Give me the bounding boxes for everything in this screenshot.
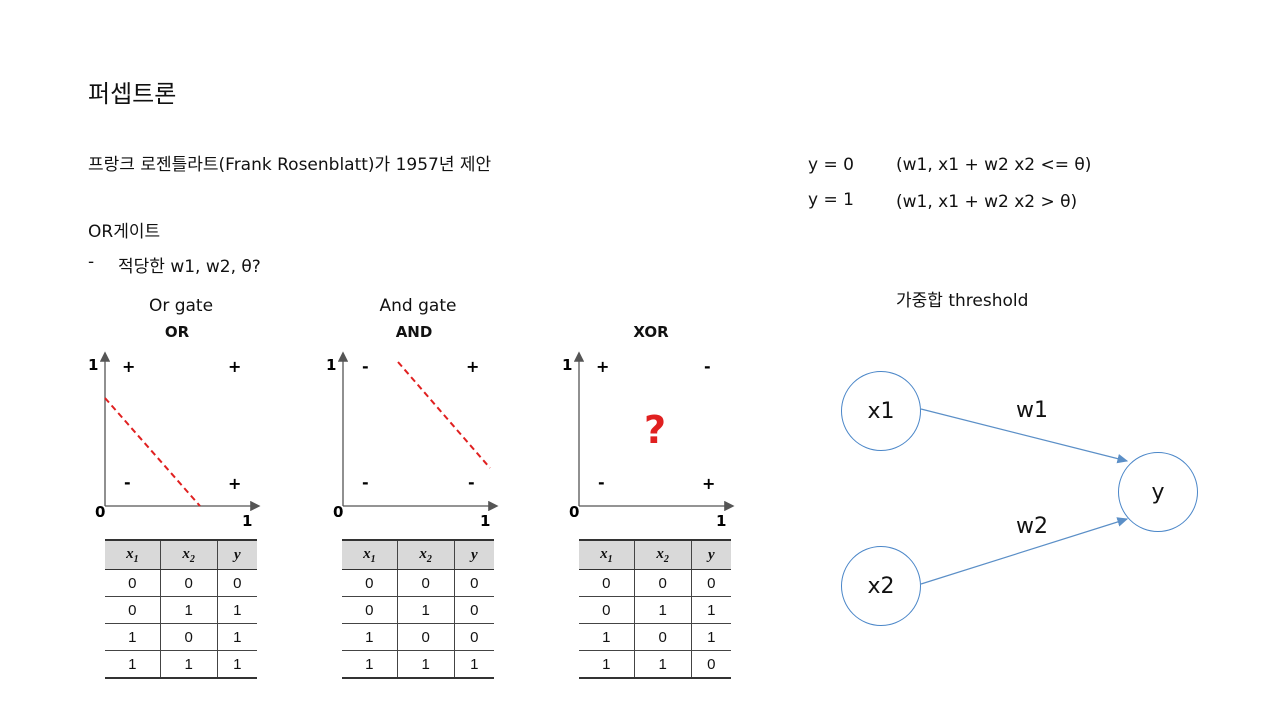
question-mark: ?: [644, 408, 666, 452]
y-one-label: 1: [562, 356, 572, 374]
intro-text: 프랑크 로젠틀라트(Frank Rosenblatt)가 1957년 제안: [88, 155, 492, 175]
origin-label: 0: [569, 503, 579, 521]
header-y: y: [690, 539, 731, 570]
point-top-left: -: [362, 357, 369, 376]
header-y: y: [453, 539, 494, 570]
origin-label: 0: [95, 503, 105, 521]
xor-plot: 1 0 1 + - - + ?: [562, 351, 735, 530]
gate-title-or: OR: [164, 323, 190, 341]
header-x1: x1: [105, 539, 161, 570]
header-x1: x1: [342, 539, 398, 570]
network-edges: [920, 408, 1129, 585]
weight-label-w2: w2: [1016, 514, 1048, 539]
gate-caption-and: And gate: [379, 296, 457, 316]
edge-x2-y: [920, 517, 1129, 585]
separator-line: [104, 397, 201, 507]
gate-caption-or: Or gate: [148, 296, 214, 316]
separator-line: [397, 361, 491, 469]
point-bottom-left: -: [124, 473, 131, 492]
point-top-right: +: [228, 357, 241, 376]
bullet-dash: -: [88, 252, 95, 272]
point-bottom-right: +: [228, 474, 241, 493]
header-x1: x1: [579, 539, 635, 570]
x-one-label: 1: [716, 512, 726, 530]
header-x2: x2: [396, 539, 455, 570]
header-x2: x2: [633, 539, 692, 570]
formula-y0-lhs: y = 0: [808, 155, 854, 175]
gate-title-and: AND: [395, 323, 433, 341]
page-title: 퍼셉트론: [88, 80, 177, 108]
point-bottom-left: -: [598, 473, 605, 492]
point-top-right: +: [466, 357, 479, 376]
weighted-sum-label: 가중합 threshold: [896, 291, 1029, 311]
or-plot: 1 0 1 + + - +: [88, 351, 261, 530]
point-top-right: -: [704, 357, 711, 376]
or-gate-heading: OR게이트: [88, 222, 161, 242]
formula-y1-condition: (w1, x1 + w2 x2 > θ): [896, 192, 1078, 212]
formula-y0-condition: (w1, x1 + w2 x2 <= θ): [896, 155, 1092, 175]
formula-y1-lhs: y = 1: [808, 190, 854, 210]
weight-label-w1: w1: [1016, 398, 1048, 423]
y-one-label: 1: [326, 356, 336, 374]
y-one-label: 1: [88, 356, 98, 374]
and-plot: 1 0 1 - + - -: [326, 351, 499, 530]
header-x2: x2: [159, 539, 218, 570]
x-one-label: 1: [480, 512, 490, 530]
point-bottom-right: +: [702, 474, 715, 493]
header-y: y: [216, 539, 257, 570]
x-one-label: 1: [242, 512, 252, 530]
point-top-left: +: [122, 357, 135, 376]
output-node-y: y: [1118, 452, 1198, 532]
origin-label: 0: [333, 503, 343, 521]
point-bottom-right: -: [468, 473, 475, 492]
input-node-x1: x1: [841, 371, 921, 451]
point-top-left: +: [596, 357, 609, 376]
point-bottom-left: -: [362, 473, 369, 492]
bullet-text: 적당한 w1, w2, θ?: [118, 257, 261, 277]
edge-x1-y: [920, 408, 1129, 464]
gate-title-xor: XOR: [633, 323, 669, 341]
input-node-x2: x2: [841, 546, 921, 626]
